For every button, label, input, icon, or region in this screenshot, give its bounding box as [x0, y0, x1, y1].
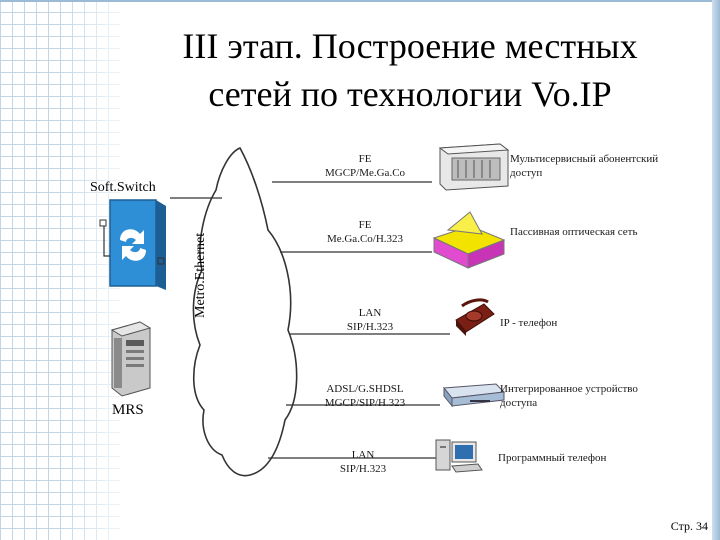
msan-icon [438, 143, 510, 191]
link-1-protocol: FE MGCP/Me.Ga.Co [300, 152, 430, 180]
link-4-protocol: ADSL/G.SHDSL MGCP/SIP/H.323 [300, 382, 430, 410]
page-number: Стр. 34 [670, 519, 708, 533]
right-border [712, 0, 720, 540]
top-border [0, 0, 720, 2]
cloud-icon [192, 146, 298, 477]
link-1-proto1: FE [358, 153, 372, 165]
link-1-device-label: Мультисервисный абонентский доступ [510, 153, 659, 179]
softswitch-icon [99, 199, 166, 290]
phone-icon [455, 298, 495, 336]
link-2-protocol: FE Me.Ga.Co/H.323 [300, 218, 430, 246]
title-line-2: сетей по технологии Vo.IP [208, 74, 612, 114]
link-5-device-label: Программный телефон [498, 452, 607, 464]
link-1-proto2: MGCP/Me.Ga.Co [324, 167, 406, 179]
mrs-label: MRS [112, 402, 144, 418]
link-5-proto2: SIP/H.323 [339, 463, 387, 475]
link-4-device-label: Интегрированное устройство доступа [500, 383, 638, 409]
metro-ethernet-label: Metro.Ethernet [193, 232, 208, 318]
link-4-proto2: MGCP/SIP/H.323 [324, 397, 406, 409]
link-4-proto1: ADSL/G.SHDSL [326, 383, 404, 395]
link-2-proto1: FE [358, 219, 372, 231]
link-3-device-label: IP - телефон [500, 317, 558, 329]
title-line-1: III этап. Построение местных [182, 26, 638, 66]
modem-icon [443, 383, 506, 408]
link-2-proto2: Me.Ga.Co/H.323 [326, 233, 404, 245]
link-5-protocol: LAN SIP/H.323 [298, 448, 428, 476]
link-3-proto1: LAN [358, 307, 382, 319]
softswitch-label: Soft.Switch [90, 180, 156, 195]
pc-icon [435, 439, 483, 473]
server-icon [110, 321, 152, 397]
page-title: III этап. Построение местных сетей по те… [110, 22, 710, 118]
link-3-proto2: SIP/H.323 [346, 321, 394, 333]
link-5-proto1: LAN [351, 449, 375, 461]
link-3-protocol: LAN SIP/H.323 [305, 306, 435, 334]
pon-icon [432, 211, 506, 269]
link-2-device-label: Пассивная оптическая сеть [510, 226, 638, 238]
connection-lines [170, 181, 450, 459]
